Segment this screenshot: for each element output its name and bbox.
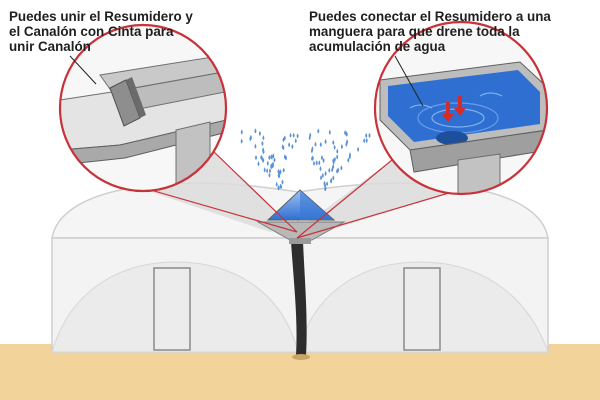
greenhouse-door-left <box>153 267 191 351</box>
raindrop-icon <box>336 168 339 174</box>
hose-ground-hole <box>292 354 310 360</box>
raindrop-icon <box>263 167 266 173</box>
raindrop-icon <box>313 160 315 166</box>
caption-right-line-3: acumulación de agua <box>309 39 446 54</box>
raindrop-icon <box>336 148 339 154</box>
zoom-circle-left <box>58 23 228 193</box>
raindrop-icon <box>261 156 264 162</box>
raindrop-icon <box>268 155 271 160</box>
raindrop-icon <box>319 142 322 147</box>
raindrop-icon <box>258 130 261 136</box>
rain-drops <box>240 128 371 192</box>
raindrop-icon <box>283 135 286 141</box>
raindrop-icon <box>281 179 284 185</box>
raindrop-icon <box>285 155 287 161</box>
raindrop-icon <box>278 170 281 176</box>
raindrop-icon <box>321 155 323 161</box>
raindrop-icon <box>277 185 280 191</box>
zoom-circle-right <box>373 20 549 196</box>
raindrop-icon <box>323 180 326 186</box>
raindrop-icon <box>240 138 243 144</box>
raindrop-icon <box>363 138 366 144</box>
raindrop-icon <box>272 153 275 159</box>
raindrop-icon <box>294 138 297 144</box>
raindrop-icon <box>270 154 273 160</box>
red-arrow-icon <box>442 96 466 122</box>
raindrop-icon <box>289 132 292 138</box>
raindrop-icon <box>315 160 318 166</box>
raindrop-icon <box>318 160 321 166</box>
raindrop-icon <box>269 168 271 174</box>
raindrop-icon <box>311 146 314 152</box>
raindrop-icon <box>296 133 299 139</box>
raindrop-icon <box>321 173 324 178</box>
raindrop-icon <box>332 164 335 169</box>
raindrop-icon <box>254 128 257 134</box>
raindrop-icon <box>326 181 329 187</box>
caption-leader-lines <box>69 55 424 107</box>
raindrop-icon <box>322 157 325 163</box>
raindrop-icon <box>308 135 311 141</box>
raindrop-icon <box>324 185 327 191</box>
caption-left-line-1: Puedes unir el Resumidero y <box>9 9 193 24</box>
raindrop-icon <box>271 163 274 169</box>
raindrop-icon <box>311 156 314 161</box>
caption-left-line-2: el Canalón con Cinta para <box>9 24 174 39</box>
raindrop-icon <box>261 140 264 146</box>
raindrop-icon <box>324 139 327 144</box>
raindrop-icon <box>262 135 265 141</box>
caption-right-line-2: manguera para que drene toda la <box>309 24 520 39</box>
raindrop-icon <box>279 183 282 189</box>
raindrop-icon <box>268 172 271 178</box>
raindrop-icon <box>324 171 327 176</box>
raindrop-icon <box>255 155 257 160</box>
raindrop-icon <box>340 165 343 171</box>
raindrop-icon <box>257 161 260 167</box>
raindrop-icon <box>365 133 368 138</box>
raindrop-icon <box>320 175 322 181</box>
caption-right-line-1: Puedes conectar el Resumidero a una <box>309 9 551 24</box>
raindrop-icon <box>357 146 360 152</box>
raindrop-icon <box>330 177 333 183</box>
raindrop-icon <box>344 130 347 136</box>
raindrop-icon <box>266 160 269 166</box>
raindrop-icon <box>332 158 335 164</box>
drain-hole <box>436 131 468 145</box>
raindrop-icon <box>275 181 278 187</box>
raindrop-icon <box>249 136 252 142</box>
raindrop-icon <box>254 143 257 149</box>
raindrop-icon <box>314 141 317 147</box>
raindrop-icon <box>319 166 322 172</box>
raindrop-icon <box>328 129 331 135</box>
raindrop-icon <box>340 144 343 150</box>
raindrop-icon <box>240 129 243 135</box>
raindrop-icon <box>332 175 335 181</box>
raindrop-icon <box>262 147 265 153</box>
raindrop-icon <box>348 154 351 160</box>
raindrop-icon <box>347 157 350 163</box>
raindrop-icon <box>333 156 336 162</box>
greenhouse-door-right <box>403 267 441 351</box>
raindrop-icon <box>292 132 295 138</box>
raindrop-icon <box>332 140 335 145</box>
raindrop-icon <box>328 167 331 173</box>
raindrop-icon <box>291 144 294 149</box>
raindrop-icon <box>281 144 284 150</box>
raindrop-icon <box>333 144 336 150</box>
raindrop-icon <box>288 142 291 148</box>
caption-left-line-3: unir Canalón <box>9 39 91 54</box>
caption-left: Puedes unir el Resumidero y el Canalón c… <box>9 9 193 54</box>
raindrop-icon <box>336 154 339 160</box>
raindrop-icon <box>282 167 285 173</box>
water-surface <box>388 70 540 142</box>
raindrop-icon <box>273 157 276 163</box>
raindrop-icon <box>368 132 371 138</box>
raindrop-icon <box>317 128 320 134</box>
hose <box>291 242 307 356</box>
raindrop-icon <box>266 168 269 174</box>
caption-right: Puedes conectar el Resumidero a una mang… <box>309 9 551 54</box>
raindrop-icon <box>365 137 368 143</box>
raindrop-icon <box>346 139 349 145</box>
